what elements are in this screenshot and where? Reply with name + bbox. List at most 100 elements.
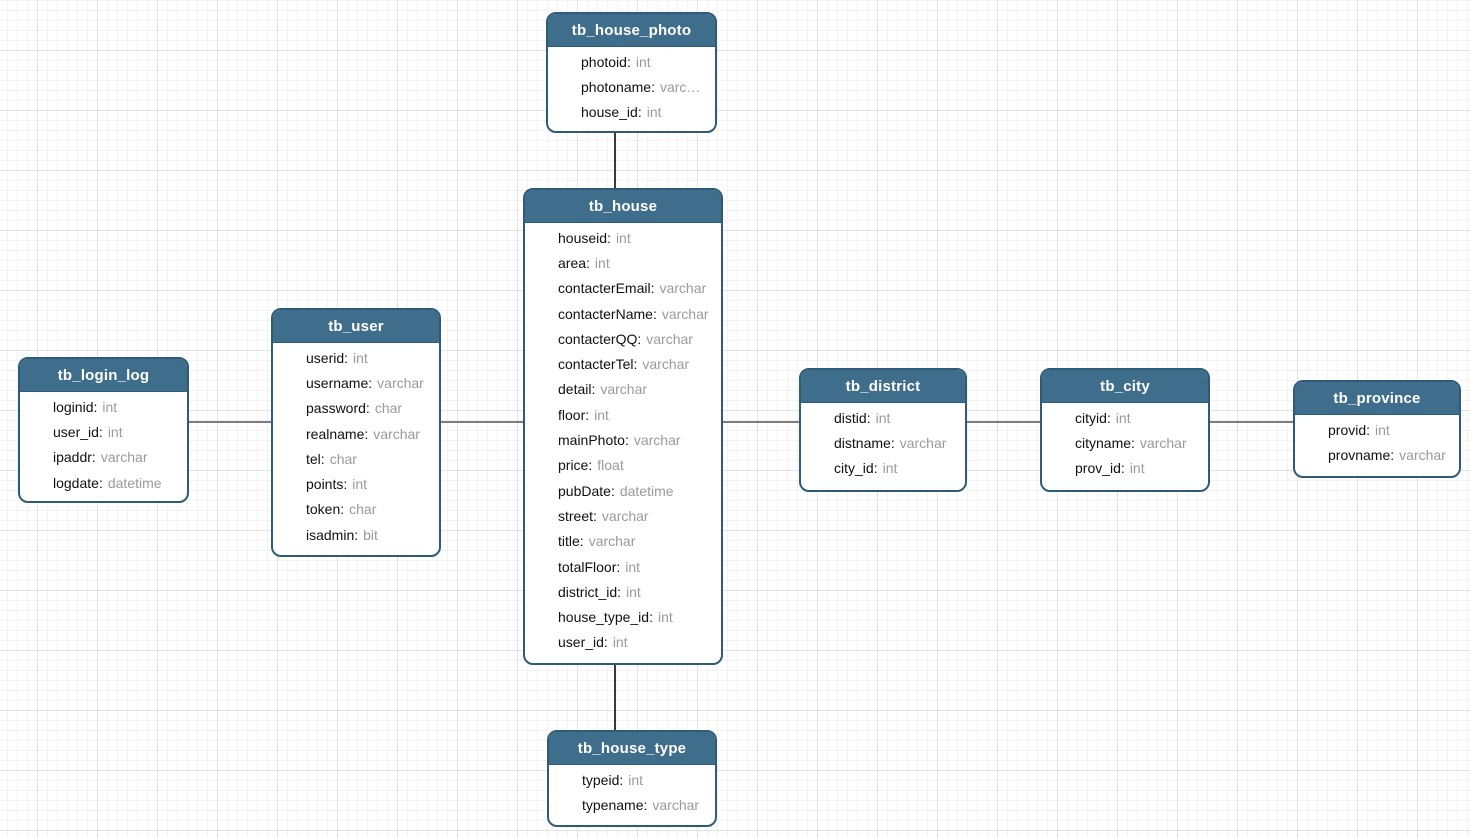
field-colon: :: [603, 634, 608, 651]
field-row[interactable]: points:int: [273, 471, 439, 496]
field-colon: :: [649, 609, 653, 626]
field-type: varchar: [100, 449, 148, 466]
field-row[interactable]: contacterName:varchar: [525, 301, 721, 326]
field-row[interactable]: distid:int: [801, 405, 965, 430]
edge-tb_login_log-tb_user[interactable]: [189, 421, 271, 423]
field-type: datetime: [107, 474, 162, 491]
table-title[interactable]: tb_district: [801, 370, 965, 403]
field-row[interactable]: pubDate:datetime: [525, 478, 721, 503]
field-row[interactable]: ipaddr:varchar: [20, 445, 187, 470]
field-row[interactable]: provid:int: [1295, 417, 1459, 442]
field-row[interactable]: area:int: [525, 250, 721, 275]
field-row[interactable]: password:char: [273, 396, 439, 421]
field-type: int: [1115, 409, 1131, 426]
field-type: char: [374, 400, 403, 417]
edge-tb_district-tb_city[interactable]: [967, 421, 1040, 423]
table-title[interactable]: tb_login_log: [20, 359, 187, 392]
field-colon: :: [354, 526, 359, 543]
field-row[interactable]: typeid:int: [549, 767, 715, 792]
field-row[interactable]: userid:int: [273, 345, 439, 370]
field-name: district_id: [558, 583, 618, 600]
field-row[interactable]: logdate:datetime: [20, 470, 187, 495]
field-row[interactable]: street:varchar: [525, 503, 721, 528]
field-name: contacterQQ: [558, 330, 638, 347]
field-name: price: [558, 457, 589, 474]
edge-tb_house-tb_house_type[interactable]: [614, 665, 616, 730]
field-name: distname: [834, 434, 891, 451]
field-colon: :: [637, 104, 642, 121]
field-row[interactable]: price:float: [525, 453, 721, 478]
field-row[interactable]: photoname:varc…: [548, 74, 715, 99]
table-title[interactable]: tb_user: [273, 310, 439, 343]
field-colon: :: [344, 349, 349, 366]
field-row[interactable]: contacterTel:varchar: [525, 351, 721, 376]
field-row[interactable]: city_id:int: [801, 456, 965, 481]
field-colon: :: [343, 476, 348, 493]
field-colon: :: [651, 78, 655, 95]
field-name: cityid: [1075, 409, 1107, 426]
field-name: ipaddr: [53, 449, 92, 466]
field-colon: :: [607, 229, 611, 246]
table-title[interactable]: tb_city: [1042, 370, 1208, 403]
field-type: int: [626, 583, 641, 600]
field-row[interactable]: token:char: [273, 497, 439, 522]
field-row[interactable]: username:varchar: [273, 370, 439, 395]
field-name: username: [306, 374, 369, 391]
field-row[interactable]: house_id:int: [548, 100, 715, 125]
field-colon: :: [91, 449, 96, 466]
field-row[interactable]: floor:int: [525, 402, 721, 427]
field-row[interactable]: typename:varchar: [549, 792, 715, 817]
field-colon: :: [626, 53, 631, 70]
field-type: int: [102, 398, 118, 415]
field-row[interactable]: isadmin:bit: [273, 522, 439, 547]
field-row[interactable]: contacterQQ:varchar: [525, 326, 721, 351]
field-row[interactable]: district_id:int: [525, 579, 721, 604]
field-colon: :: [591, 381, 596, 398]
field-row[interactable]: contacterEmail:varchar: [525, 276, 721, 301]
field-row[interactable]: prov_id:int: [1042, 456, 1208, 481]
field-row[interactable]: mainPhoto:varchar: [525, 427, 721, 452]
field-row[interactable]: photoid:int: [548, 49, 715, 74]
edge-tb_house_photo-tb_house[interactable]: [614, 133, 616, 188]
field-row[interactable]: tel:char: [273, 446, 439, 471]
table-title[interactable]: tb_province: [1295, 382, 1459, 415]
field-name: user_id: [558, 634, 604, 651]
edge-tb_house-tb_district[interactable]: [723, 421, 799, 423]
field-row[interactable]: distname:varchar: [801, 430, 965, 455]
edge-tb_city-tb_province[interactable]: [1210, 421, 1293, 423]
field-row[interactable]: houseid:int: [525, 225, 721, 250]
field-row[interactable]: house_type_id:int: [525, 604, 721, 629]
field-name: realname: [306, 425, 365, 442]
field-row[interactable]: totalFloor:int: [525, 554, 721, 579]
field-row[interactable]: cityname:varchar: [1042, 430, 1208, 455]
field-row[interactable]: user_id:int: [20, 419, 187, 444]
field-row[interactable]: detail:varchar: [525, 377, 721, 402]
field-type: char: [349, 501, 377, 518]
field-colon: :: [340, 501, 345, 518]
field-row[interactable]: realname:varchar: [273, 421, 439, 446]
table-title[interactable]: tb_house: [525, 190, 721, 223]
field-row[interactable]: user_id:int: [525, 630, 721, 655]
table-title[interactable]: tb_house_type: [549, 732, 715, 765]
field-row[interactable]: cityid:int: [1042, 405, 1208, 430]
field-type: int: [612, 634, 628, 651]
field-row[interactable]: provname:varchar: [1295, 442, 1459, 467]
field-type: char: [329, 450, 357, 467]
field-type: varchar: [601, 507, 649, 524]
field-row[interactable]: loginid:int: [20, 394, 187, 419]
field-colon: :: [610, 482, 615, 499]
field-type: int: [628, 771, 644, 788]
field-row[interactable]: title:varchar: [525, 529, 721, 554]
table-title[interactable]: tb_house_photo: [548, 14, 715, 47]
field-name: logdate: [53, 474, 99, 491]
edge-tb_user-tb_house[interactable]: [441, 421, 523, 423]
